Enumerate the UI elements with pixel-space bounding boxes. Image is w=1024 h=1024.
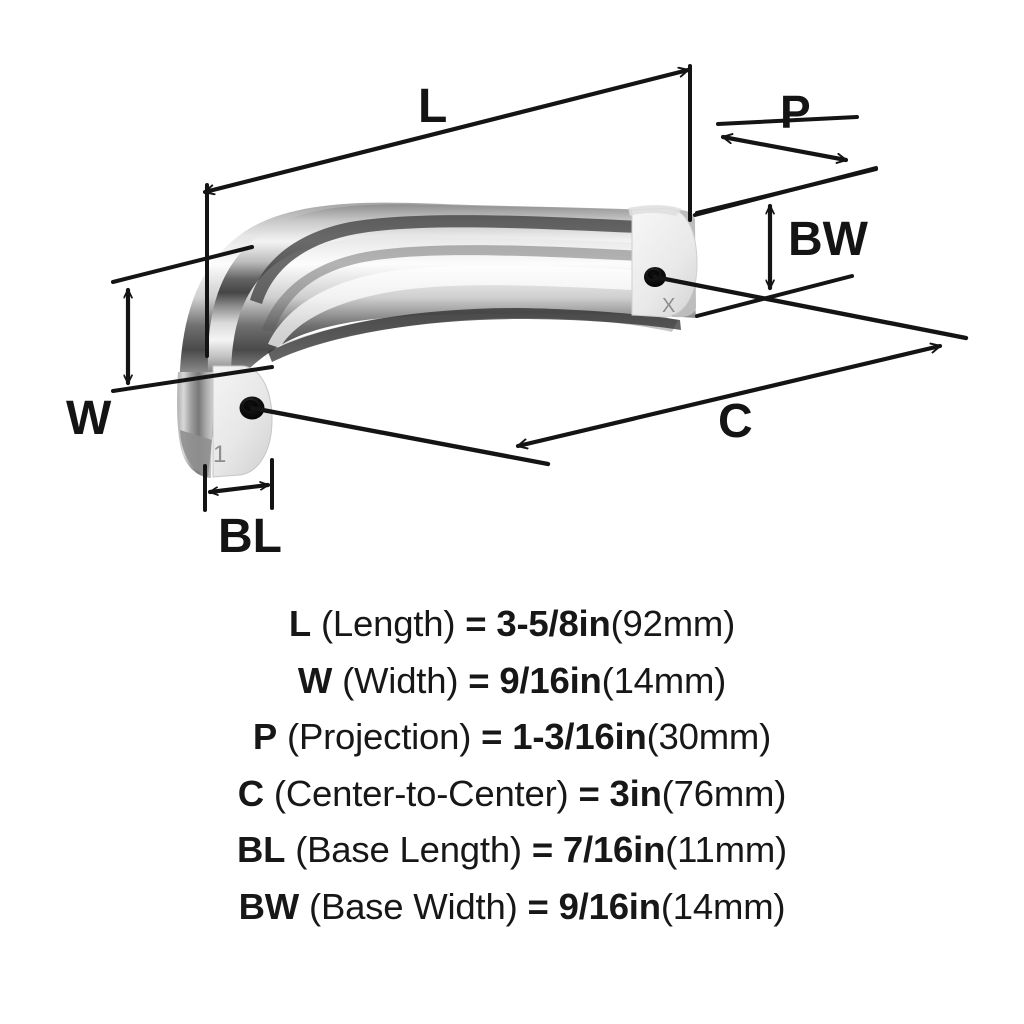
legend-metric-value: (30mm) bbox=[646, 716, 772, 757]
legend-imperial-value: 3-5/8in bbox=[496, 603, 611, 644]
legend-metric-value: (14mm) bbox=[660, 885, 786, 927]
legend-metric-value: (92mm) bbox=[610, 603, 736, 644]
base-width-extension-upper bbox=[695, 167, 878, 215]
arch-specular-highlight bbox=[268, 265, 669, 348]
legend-imperial-value: 7/16in bbox=[562, 829, 666, 870]
legend-equals: = bbox=[481, 716, 503, 757]
right-post-face bbox=[631, 207, 698, 318]
projection-extension-upper bbox=[716, 115, 859, 126]
legend-imperial-value: 3in bbox=[609, 772, 662, 814]
legend-row: P (Projection) = 1-3/16in(30mm) bbox=[0, 709, 1024, 766]
legend-name: (Base Length) bbox=[295, 829, 522, 870]
legend-metric-value: (76mm) bbox=[661, 772, 787, 814]
legend-row: L (Length) = 3-5/8in(92mm) bbox=[0, 596, 1024, 653]
center-to-center-label: C bbox=[718, 395, 753, 448]
right-post-part-mark: X bbox=[662, 295, 675, 317]
arch-secondary-reflection bbox=[262, 245, 663, 332]
center-to-center-extension-left bbox=[249, 405, 551, 467]
legend-metric-value: (14mm) bbox=[601, 659, 727, 701]
legend-equals: = bbox=[531, 829, 553, 870]
legend-row: BL (Base Length) = 7/16in(11mm) bbox=[0, 822, 1024, 879]
arch-body bbox=[179, 202, 697, 440]
legend-equals: = bbox=[465, 603, 487, 644]
legend-code: W bbox=[297, 659, 333, 701]
base-length-dimension-arrow bbox=[207, 485, 271, 492]
legend-name: (Center-to-Center) bbox=[273, 772, 569, 814]
length-label: L bbox=[418, 80, 447, 133]
projection-label: P bbox=[780, 86, 811, 138]
width-label: W bbox=[66, 392, 112, 445]
center-to-center-extension-right bbox=[652, 274, 969, 341]
legend-code: BL bbox=[236, 829, 286, 870]
dimension-annotations: L W P BW bbox=[66, 64, 969, 563]
legend-row: BW (Base Width) = 9/16in(14mm) bbox=[0, 879, 1024, 936]
legend-code: C bbox=[237, 772, 264, 814]
width-extension-upper bbox=[111, 245, 254, 284]
base-width-label: BW bbox=[788, 213, 869, 266]
legend-code: P bbox=[252, 716, 278, 757]
legend-code: BW bbox=[238, 885, 300, 927]
base-width-extension-lower bbox=[695, 274, 854, 318]
dimension-legend: L (Length) = 3-5/8in(92mm) W (Width) = 9… bbox=[0, 596, 1024, 935]
legend-equals: = bbox=[527, 885, 549, 927]
center-to-center-dimension-arrow bbox=[518, 346, 940, 446]
arch-inner-edge bbox=[268, 308, 681, 362]
legend-row: C (Center-to-Center) = 3in(76mm) bbox=[0, 766, 1024, 823]
legend-imperial-value: 1-3/16in bbox=[512, 716, 647, 757]
legend-imperial-value: 9/16in bbox=[499, 659, 602, 701]
legend-equals: = bbox=[468, 659, 490, 701]
projection-dimension-arrow bbox=[723, 137, 846, 160]
length-dimension-arrow bbox=[205, 70, 688, 192]
legend-name: (Projection) bbox=[286, 716, 472, 757]
legend-name: (Length) bbox=[320, 603, 456, 644]
width-extension-lower bbox=[111, 365, 274, 393]
left-post-part-mark: 1 bbox=[213, 441, 226, 468]
right-post-top-bevel bbox=[628, 205, 682, 216]
legend-row: W (Width) = 9/16in(14mm) bbox=[0, 653, 1024, 710]
legend-imperial-value: 9/16in bbox=[558, 885, 661, 927]
product-dimension-drawing: 1 X L W bbox=[66, 64, 969, 563]
arch-crown-reflection bbox=[250, 215, 661, 304]
legend-equals: = bbox=[578, 772, 600, 814]
legend-code: L bbox=[288, 603, 311, 644]
base-length-label: BL bbox=[218, 510, 282, 563]
legend-metric-value: (11mm) bbox=[665, 829, 788, 870]
product-illustration: 1 X bbox=[177, 202, 698, 478]
legend-name: (Base Width) bbox=[308, 885, 518, 927]
legend-name: (Width) bbox=[342, 659, 459, 701]
